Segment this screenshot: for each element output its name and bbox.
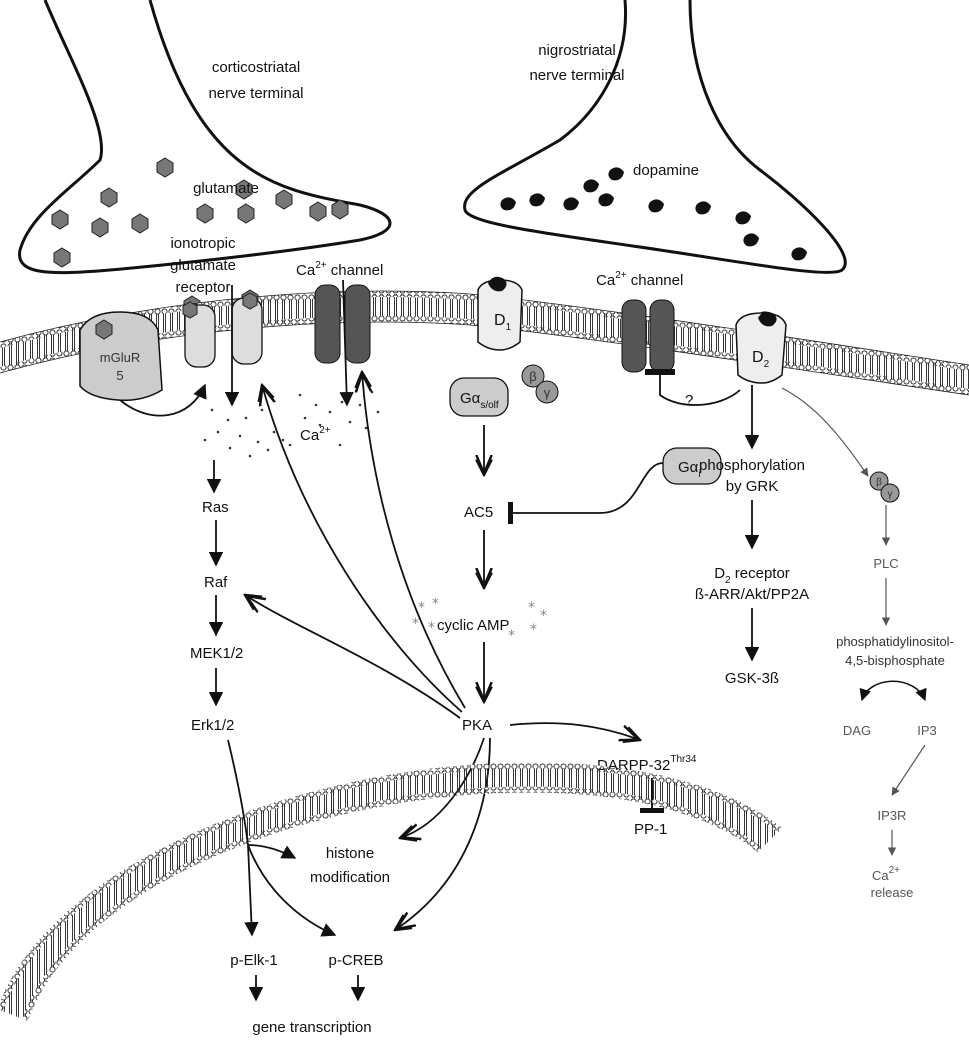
arrow-pka-to-pcreb xyxy=(395,737,491,930)
nuclear-membrane xyxy=(0,762,782,1022)
camp-label: cyclic AMP xyxy=(437,617,510,634)
d2-receptor: D2 xyxy=(735,311,787,384)
galpha-s-olf: Gαs/olf xyxy=(449,377,509,417)
arrow-erk-to-histone xyxy=(247,844,297,859)
camp-stars: * * * * * * * * xyxy=(412,596,547,644)
ac5-label: AC5 xyxy=(464,504,493,521)
pip2-label-line1: phosphatidylinositol- xyxy=(836,634,954,649)
question-mark: ? xyxy=(685,392,693,409)
beta-gamma-d1: β γ xyxy=(521,364,559,404)
arrow-erk-to-pcreb xyxy=(247,844,337,937)
d1-label: D1 xyxy=(494,312,512,333)
beta-gamma-d2: β γ xyxy=(869,471,900,503)
svg-text:*: * xyxy=(540,608,547,624)
gsk-label: GSK-3ß xyxy=(725,670,779,687)
phosphorylation-label-line2: by GRK xyxy=(726,478,779,495)
svg-text:*: * xyxy=(528,600,535,616)
mglur5-receptor: mGluR 5 xyxy=(79,311,163,402)
corticostriatal-label-line1: corticostriatal xyxy=(212,59,300,76)
svg-text:*: * xyxy=(432,596,439,612)
mglur5-label-line2: 5 xyxy=(116,368,123,383)
arrow-ca-channel-influx xyxy=(339,279,354,407)
phosphorylation-label-line1: phosphorylation xyxy=(699,457,805,474)
d2-label: D2 xyxy=(752,349,770,370)
svg-text:*: * xyxy=(508,628,515,644)
arrow-erk-to-pelk xyxy=(244,844,259,937)
raf-label: Raf xyxy=(204,574,228,591)
arrow-pka-to-ca-channel xyxy=(362,372,466,709)
arrow-pka-to-raf xyxy=(245,595,461,719)
pp1-label: PP-1 xyxy=(634,821,667,838)
ca-influx-dots xyxy=(203,390,380,458)
svg-text:*: * xyxy=(428,620,435,636)
ionotropic-label-line3: receptor xyxy=(175,279,230,296)
pip2-label-line2: 4,5-bisphosphate xyxy=(845,653,945,668)
erk-into-nucleus xyxy=(227,739,249,846)
ca-release-label-line2: release xyxy=(871,885,914,900)
arrow-pka-to-ionotropic xyxy=(262,385,463,713)
arrow-d2-to-beta-gamma xyxy=(781,387,869,477)
corticostriatal-label-line2: nerve terminal xyxy=(208,85,303,102)
gene-transcription-label: gene transcription xyxy=(252,1019,371,1036)
pcreb-label: p-CREB xyxy=(328,952,383,969)
ip3-label: IP3 xyxy=(917,723,937,738)
dag-label: DAG xyxy=(843,723,871,738)
d1-receptor: D1 xyxy=(477,276,523,351)
ca-channel-inhibition-bar xyxy=(645,369,675,375)
ca-channel-left-label: Ca2+ channel xyxy=(296,260,383,279)
plc-label: PLC xyxy=(873,556,898,571)
ip3r-label: IP3R xyxy=(878,808,907,823)
dopamine-label: dopamine xyxy=(633,162,699,179)
d2r-label-line2: ß-ARR/Akt/PP2A xyxy=(695,586,809,603)
d2r-label-line1: D2 receptor xyxy=(714,565,790,586)
ras-label: Ras xyxy=(202,499,229,516)
nigrostriatal-terminal xyxy=(463,0,847,274)
histone-label-line2: modification xyxy=(310,869,390,886)
galpha-i-label: Gαi xyxy=(678,459,701,480)
gai-inhibits-ac5 xyxy=(513,462,664,514)
ionotropic-label-line1: ionotropic xyxy=(170,235,236,252)
svg-text:*: * xyxy=(418,600,425,616)
pip2-split-arrow xyxy=(859,680,927,702)
arrow-mglur-to-ionotropic xyxy=(119,383,207,417)
arrow-ip3-to-ip3r xyxy=(891,744,926,796)
ac5-inhibition-bar xyxy=(508,502,513,524)
galpha-i: Gαi xyxy=(662,447,722,485)
corticostriatal-terminal xyxy=(18,0,392,275)
beta-label-1: β xyxy=(529,369,536,384)
pelk-label: p-Elk-1 xyxy=(230,952,278,969)
pka-label: PKA xyxy=(462,717,492,734)
histone-label-line1: histone xyxy=(326,845,374,862)
pp1-inhibition-bar xyxy=(640,808,664,813)
mglur5-label-line1: mGluR xyxy=(100,350,140,365)
glutamate-label: glutamate xyxy=(193,180,259,197)
arrow-pka-to-histone xyxy=(400,737,485,838)
gamma-label-1: γ xyxy=(544,385,551,400)
ionotropic-glutamate-receptor xyxy=(182,292,263,368)
nigrostriatal-label-line2: nerve terminal xyxy=(529,67,624,84)
gamma-label-2: γ xyxy=(888,489,893,500)
ca-channel-left xyxy=(314,284,371,364)
nigrostriatal-label-line1: nigrostriatal xyxy=(538,42,616,59)
mek-label: MEK1/2 xyxy=(190,645,243,662)
galpha-s-olf-label: Gαs/olf xyxy=(460,390,499,411)
ca-channel-right xyxy=(621,299,675,373)
ca-release-label-line1: Ca2+ xyxy=(872,865,900,883)
svg-text:*: * xyxy=(412,616,419,632)
arrow-pka-to-darpp xyxy=(509,722,640,740)
d2-to-ca-channel-inhibition xyxy=(659,372,741,406)
svg-text:*: * xyxy=(530,622,537,638)
beta-label-2: β xyxy=(876,477,882,488)
erk-label: Erk1/2 xyxy=(191,717,234,734)
ionotropic-label-line2: glutamate xyxy=(170,257,236,274)
ca-influx-label: Ca2+ xyxy=(300,425,331,444)
ca-channel-right-label: Ca2+ channel xyxy=(596,270,683,289)
